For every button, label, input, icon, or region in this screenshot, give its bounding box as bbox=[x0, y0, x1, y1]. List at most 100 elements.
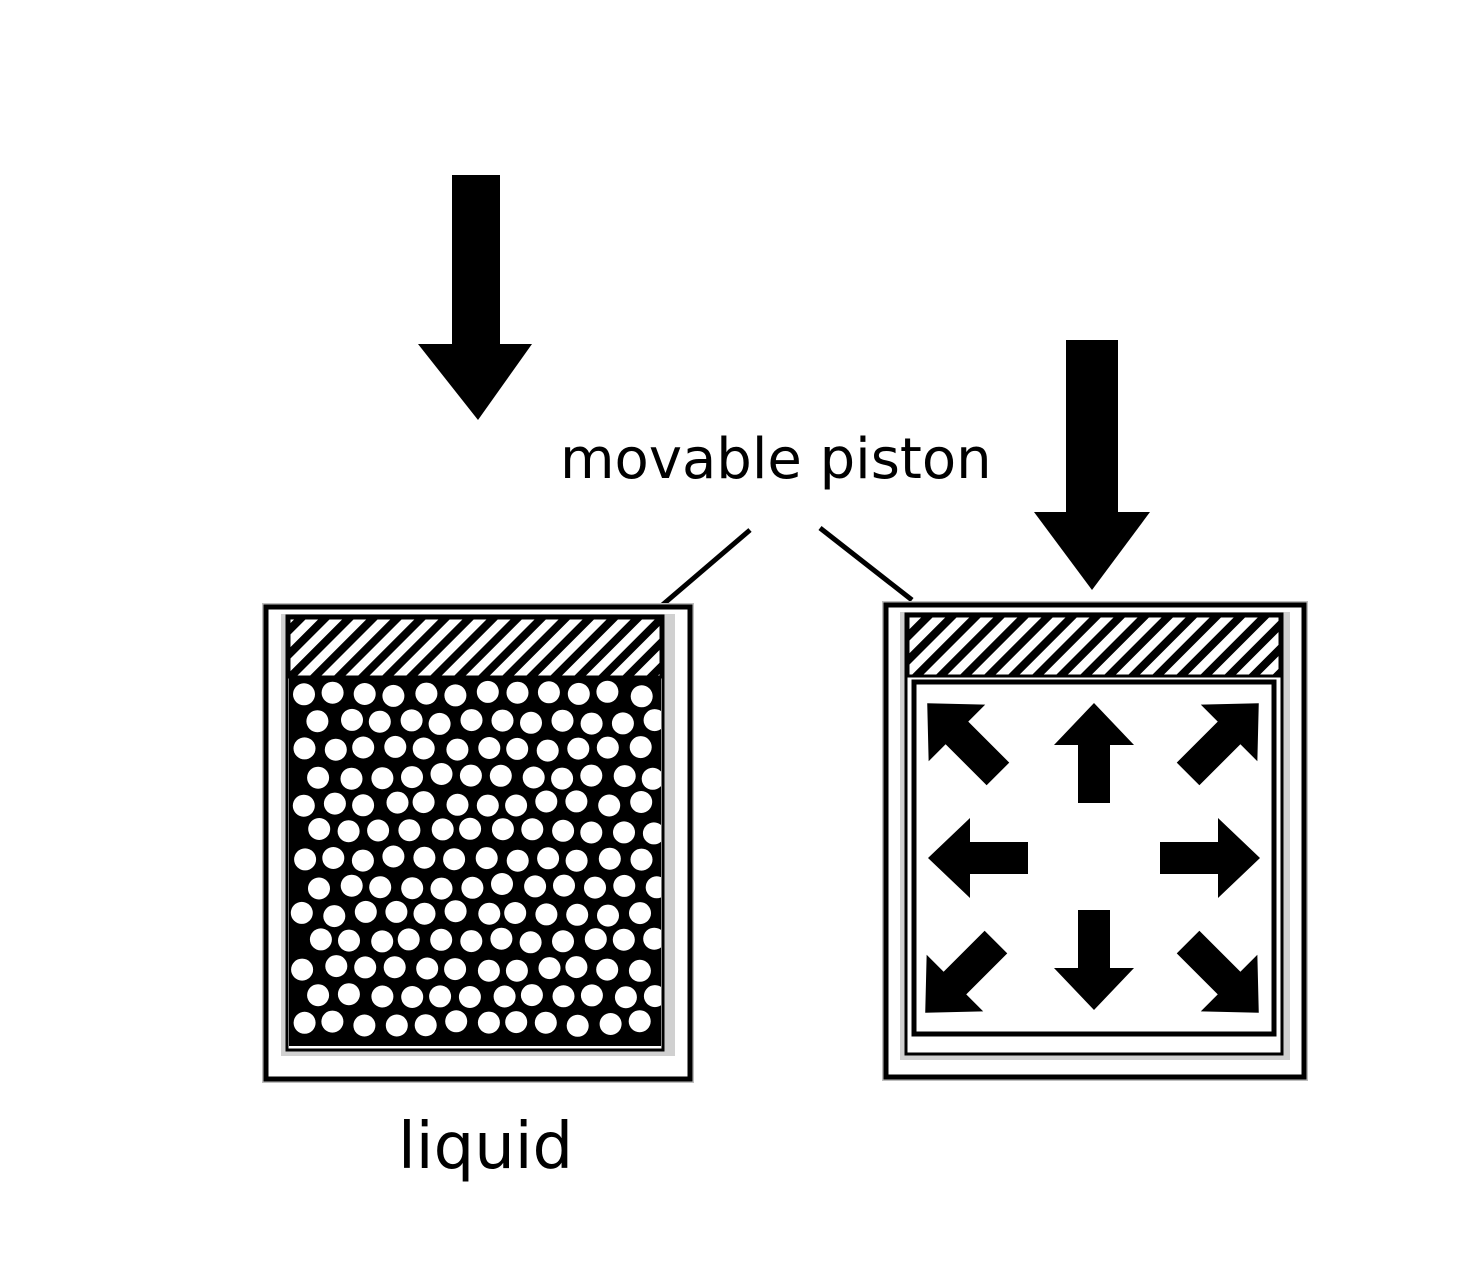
liquid-particle bbox=[630, 685, 653, 708]
liquid-particle bbox=[459, 817, 482, 840]
liquid-particle bbox=[428, 712, 451, 735]
liquid-particle bbox=[446, 738, 469, 761]
liquid-particle bbox=[580, 764, 603, 787]
liquid-particle bbox=[458, 986, 481, 1008]
liquid-particle bbox=[613, 821, 635, 844]
liquid-particle bbox=[293, 683, 315, 706]
liquid-particle bbox=[596, 680, 619, 703]
liquid-particle bbox=[430, 763, 453, 785]
liquid-particle bbox=[353, 1014, 376, 1037]
liquid-particle bbox=[412, 737, 435, 760]
liquid-particle bbox=[519, 931, 542, 954]
liquid-particle bbox=[567, 682, 590, 705]
liquid-particle bbox=[321, 1010, 344, 1033]
liquid-particle bbox=[596, 736, 619, 759]
liquid-particle bbox=[566, 903, 589, 926]
liquid-particle bbox=[611, 712, 634, 735]
liquid-particle bbox=[398, 819, 421, 842]
liquid-particle bbox=[415, 682, 438, 705]
liquid-particle bbox=[340, 874, 363, 897]
liquid-particle bbox=[520, 711, 542, 734]
left-piston bbox=[287, 616, 663, 679]
liquid-particle bbox=[401, 877, 424, 900]
liquid-particle bbox=[369, 876, 392, 899]
liquid-particle bbox=[444, 684, 467, 707]
liquid-particle bbox=[401, 986, 424, 1008]
right-piston bbox=[906, 614, 1282, 678]
liquid-particle bbox=[461, 876, 484, 899]
piston-label: movable piston bbox=[560, 427, 992, 492]
liquid-particle bbox=[444, 900, 467, 923]
liquid-particle bbox=[325, 955, 348, 978]
liquid-particle bbox=[645, 876, 661, 899]
down-left-arrow-icon bbox=[925, 930, 1008, 1013]
liquid-particle bbox=[475, 847, 498, 870]
liquid-particle bbox=[382, 684, 405, 707]
expansion-arrows bbox=[925, 703, 1260, 1013]
liquid-particle bbox=[290, 901, 313, 924]
liquid-particle bbox=[612, 928, 635, 951]
liquid-particle bbox=[324, 738, 347, 761]
liquid-particle bbox=[580, 984, 603, 1007]
liquid-label: liquid bbox=[398, 1110, 573, 1184]
liquid-particle bbox=[630, 791, 653, 813]
liquid-particle bbox=[584, 876, 606, 899]
liquid-particle bbox=[642, 822, 661, 845]
liquid-particle bbox=[431, 818, 454, 841]
liquid-particle bbox=[293, 737, 316, 760]
liquid-particle bbox=[430, 928, 453, 951]
liquid-particle bbox=[353, 683, 376, 705]
liquid-particle bbox=[459, 764, 482, 787]
liquid-particle bbox=[491, 818, 514, 841]
liquid-particle bbox=[371, 985, 394, 1008]
liquid-particle bbox=[566, 1014, 589, 1037]
liquid-particle bbox=[413, 846, 436, 869]
liquid-particle bbox=[567, 737, 590, 760]
gas-container bbox=[882, 601, 1308, 1081]
liquid-particle bbox=[477, 1011, 500, 1034]
liquid-particle bbox=[596, 958, 619, 981]
liquid-particle bbox=[489, 764, 512, 787]
liquid-particle bbox=[505, 959, 528, 982]
left-force-arrow-icon bbox=[418, 175, 532, 420]
liquid-particle bbox=[294, 848, 317, 871]
liquid-particle bbox=[552, 819, 575, 842]
liquid-particle bbox=[291, 958, 314, 981]
liquid-particle bbox=[293, 1011, 316, 1034]
liquid-container bbox=[262, 603, 694, 1083]
liquid-particle bbox=[337, 820, 360, 843]
liquid-particle bbox=[354, 956, 377, 979]
liquid-particle bbox=[537, 681, 560, 704]
liquid-particle bbox=[308, 818, 331, 840]
liquid-particles bbox=[290, 680, 661, 1037]
down-right-arrow-icon bbox=[1176, 930, 1259, 1013]
liquid-particle bbox=[629, 736, 652, 759]
up-right-arrow-icon bbox=[1176, 703, 1259, 786]
liquid-particle bbox=[580, 821, 603, 844]
liquid-particle bbox=[306, 710, 329, 733]
liquid-particle bbox=[524, 875, 547, 898]
liquid-particle bbox=[321, 681, 344, 704]
liquid-particle bbox=[412, 791, 435, 814]
liquid-particle bbox=[460, 930, 483, 953]
liquid-particle bbox=[476, 680, 499, 703]
liquid-particle bbox=[535, 903, 558, 926]
right-leader-line bbox=[818, 526, 914, 602]
liquid-particle bbox=[400, 709, 423, 732]
liquid-particle bbox=[309, 928, 332, 951]
liquid-particle bbox=[522, 766, 545, 789]
liquid-particle bbox=[614, 986, 637, 1009]
liquid-particle bbox=[536, 739, 559, 762]
liquid-particle bbox=[444, 958, 467, 981]
liquid-particle bbox=[322, 847, 345, 869]
liquid-particle bbox=[491, 709, 514, 732]
liquid-particle bbox=[584, 928, 607, 951]
liquid-particle bbox=[371, 930, 394, 953]
liquid-particle bbox=[504, 902, 527, 924]
up-left-arrow-icon bbox=[927, 703, 1010, 786]
left-arrow-icon bbox=[928, 818, 1028, 898]
liquid-particle bbox=[476, 794, 499, 817]
liquid-particle bbox=[630, 848, 653, 871]
up-arrow-icon bbox=[1054, 703, 1134, 803]
liquid-particle bbox=[506, 737, 529, 760]
